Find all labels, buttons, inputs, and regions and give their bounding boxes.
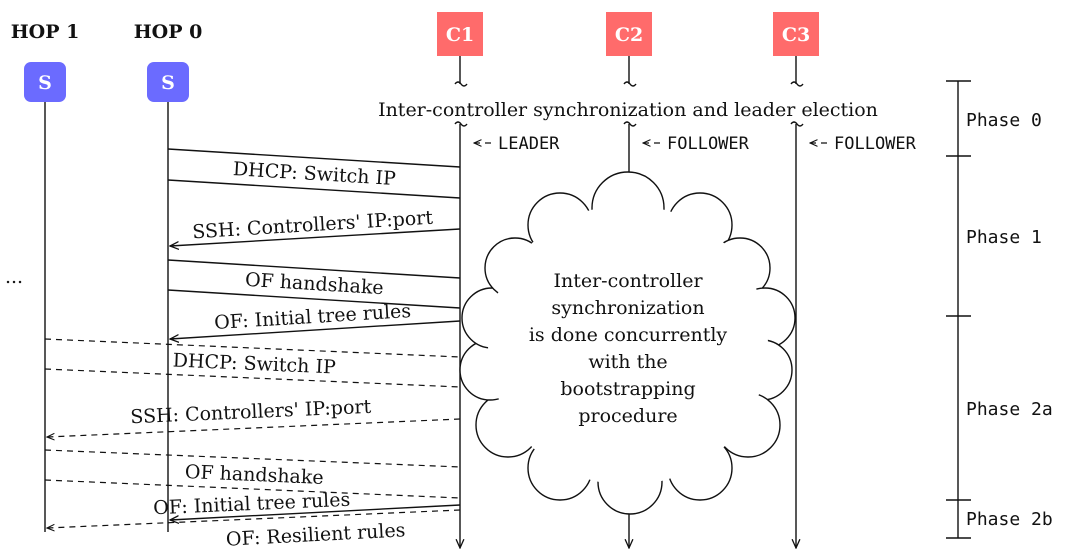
election-label: Inter-controller synchronization and lea… (378, 99, 878, 121)
hop-1-msg-resilient: OF: Resilient rules (225, 519, 406, 550)
hop-1-switch-label: S (38, 72, 52, 94)
phase-0-label: Phase 0 (966, 110, 1042, 131)
controller-c2-label: C2 (615, 24, 643, 46)
hop-0-header: HOP 0 (134, 21, 203, 43)
c3-role-label: FOLLOWER (834, 134, 917, 154)
phase-timeline: Phase 0 Phase 1 Phase 2a Phase 2b (946, 80, 1053, 539)
hop-1-msg-of-handshake: OF handshake (184, 461, 324, 489)
ellipsis: ... (5, 266, 23, 288)
controller-c1: C1 (437, 12, 483, 56)
controller-c2: C2 (606, 12, 652, 56)
c2-role-label: FOLLOWER (667, 134, 750, 154)
hop-1-msg-of-initial: OF: Initial tree rules (153, 489, 351, 520)
hop-1-messages: DHCP: Switch IP SSH: Controllers' IP:por… (44, 338, 461, 551)
cloud-line-1: Inter-controller (553, 270, 703, 292)
hop-0-msg-of-handshake: OF handshake (244, 269, 384, 299)
hop-1-msg-dhcp: DHCP: Switch IP (172, 349, 336, 378)
cloud-line-2: synchronization (551, 297, 704, 319)
phase-2b-label: Phase 2b (966, 509, 1053, 530)
controller-c1-label: C1 (446, 24, 474, 46)
cloud-line-3: is done concurrently (529, 324, 728, 346)
sync-cloud: Inter-controller synchronization is done… (459, 171, 796, 515)
hop-1-msg-ssh: SSH: Controllers' IP:port (130, 396, 372, 429)
hop-1-switch: S (24, 62, 66, 102)
hop-0-msg-of-initial: OF: Initial tree rules (214, 300, 412, 334)
controller-c3-label: C3 (782, 24, 810, 46)
hop-0-switch: S (147, 62, 189, 102)
hop-1-header: HOP 1 (11, 21, 80, 43)
cloud-line-6: procedure (578, 405, 677, 427)
controller-c3-lifeline (790, 56, 804, 548)
cloud-line-4: with the (588, 351, 667, 373)
controller-c1-lifeline (454, 56, 468, 548)
phase-1-label: Phase 1 (966, 227, 1042, 248)
hop-0-messages: DHCP: Switch IP SSH: Controllers' IP:por… (167, 148, 461, 339)
hop-0-switch-label: S (161, 72, 175, 94)
controller-c3: C3 (773, 12, 819, 56)
c1-role-label: LEADER (498, 134, 560, 154)
cloud-line-5: bootstrapping (560, 378, 695, 400)
phase-2a-label: Phase 2a (966, 399, 1053, 420)
